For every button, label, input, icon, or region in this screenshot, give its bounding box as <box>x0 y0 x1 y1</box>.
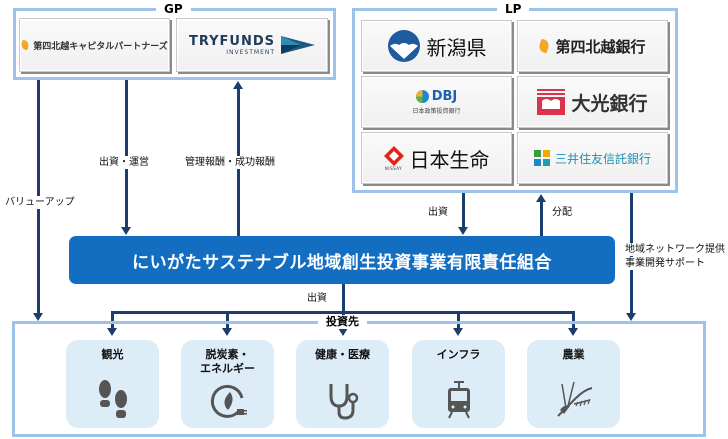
tryfunds-name: TRYFUNDS <box>188 33 276 49</box>
lp-logo-niigata: 新潟県 <box>361 20 512 72</box>
branch-arrow-2 <box>222 328 232 336</box>
branch-4 <box>457 311 460 329</box>
distribution-line <box>540 201 543 236</box>
distribution-arrow <box>536 194 546 202</box>
fund-invest-trunk <box>342 284 345 314</box>
sector-name: 脱炭素・ <box>205 348 250 361</box>
sector-tourism: 観光 <box>66 340 159 428</box>
fees-label: 管理報酬・成功報酬 <box>185 156 275 169</box>
tryfunds-sub: INVESTMENT <box>226 48 276 56</box>
swoosh-icon <box>536 39 553 53</box>
stethoscope-icon <box>329 384 358 420</box>
sector-name: 観光 <box>101 348 124 361</box>
smtb-emblem-icon <box>533 150 550 166</box>
lp-logo-daishi-hokuetsu-bank: 第四北越銀行 <box>517 20 668 72</box>
fund-bar: にいがたサステナブル地域創生投資事業有限責任組合 <box>69 236 615 284</box>
swoosh-icon <box>19 40 32 50</box>
fund-invest-label: 出資 <box>307 293 327 304</box>
nissay-diamond-icon <box>383 145 404 166</box>
sector-infrastructure: インフラ <box>412 340 505 428</box>
gp-logo-daishi-hokuetsu-capital: 第四北越キャピタルパートナーズ <box>19 18 170 72</box>
branch-arrow-3 <box>338 328 348 336</box>
sector-name: インフラ <box>436 348 481 361</box>
lp-invest-arrow <box>458 227 468 235</box>
value-up-label: バリューアップ <box>5 196 75 209</box>
invest-operate-arrow <box>121 227 131 235</box>
lp-member-name: 三井住友信託銀行 <box>554 151 651 166</box>
lp-logo-nissay: NISSAY 日本生命 <box>361 132 512 184</box>
sector-agriculture: 農業 <box>527 340 620 428</box>
eco-plug-icon <box>210 384 247 418</box>
fees-arrow <box>233 81 243 89</box>
gp-member-name: 第四北越キャピタルパートナーズ <box>33 41 168 52</box>
branch-2 <box>226 311 229 329</box>
invest-operate-line <box>125 80 128 228</box>
lp-logo-taiko-bank: 大光銀行 <box>517 76 668 128</box>
lp-member-name: 新潟県 <box>426 35 487 60</box>
lp-invest-label: 出資 <box>428 206 448 219</box>
lp-invest-line <box>462 193 465 228</box>
dbj-name: DBJ <box>431 89 458 104</box>
footprints-icon <box>98 380 127 418</box>
investees-title: 投資先 <box>318 315 367 329</box>
lp-member-name: 日本生命 <box>409 147 490 172</box>
distribution-label: 分配 <box>552 206 572 219</box>
dbj-sub: 日本政策投資銀行 <box>412 108 461 115</box>
gp-title: GP <box>156 2 191 16</box>
regional-support-label-1: 地域ネットワーク提供 <box>625 243 725 256</box>
sector-name-line2: エネルギー <box>200 362 255 375</box>
lp-member-name: 大光銀行 <box>571 92 648 115</box>
gp-logo-tryfunds: TRYFUNDS INVESTMENT <box>176 18 328 72</box>
invest-operate-label: 出資・運営 <box>99 156 149 169</box>
branch-arrow-4 <box>453 328 463 336</box>
taiko-emblem-icon <box>537 89 566 115</box>
sector-healthcare: 健康・医療 <box>296 340 389 428</box>
lp-title: LP <box>497 2 530 16</box>
wheat-icon <box>556 381 592 417</box>
sector-name: 健康・医療 <box>315 348 370 361</box>
sector-name: 農業 <box>562 348 585 361</box>
fund-name: にいがたサステナブル地域創生投資事業有限責任組合 <box>132 252 552 273</box>
lp-member-name: 第四北越銀行 <box>555 37 646 56</box>
lp-logo-dbj: DBJ 日本政策投資銀行 <box>361 76 512 128</box>
value-up-arrow <box>33 313 43 321</box>
tryfunds-flag-icon <box>281 36 316 54</box>
regional-support-arrow <box>626 313 636 321</box>
branch-arrow-1 <box>107 328 117 336</box>
train-icon <box>447 381 470 419</box>
nissay-sub: NISSAY <box>384 165 403 171</box>
branch-5 <box>572 311 575 329</box>
branch-1 <box>111 311 114 329</box>
sector-decarbonization: 脱炭素・ エネルギー <box>181 340 274 428</box>
regional-support-label-2: 事業開発サポート <box>625 257 705 270</box>
dbj-globe-icon <box>415 90 429 103</box>
branch-arrow-5 <box>568 328 578 336</box>
niigata-emblem-icon <box>387 30 420 62</box>
lp-logo-sumitomo-mitsui-trust: 三井住友信託銀行 <box>517 132 668 184</box>
